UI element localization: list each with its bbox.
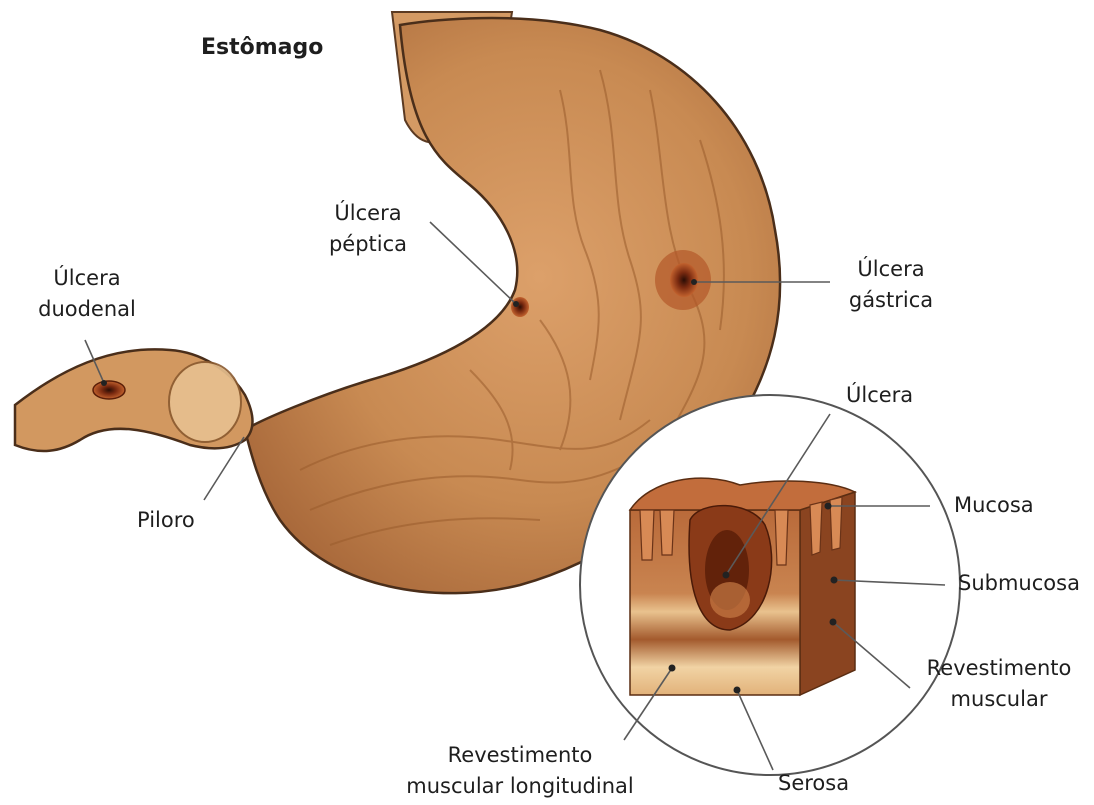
label-longitudinal-muscle-line1: Revestimento xyxy=(395,740,645,771)
label-duodenal-ulcer-line2: duodenal xyxy=(27,294,147,325)
label-gastric-ulcer: Úlcera gástrica xyxy=(836,254,946,316)
duodenal-ulcer xyxy=(93,381,125,399)
label-peptic-ulcer-line1: Úlcera xyxy=(318,198,418,229)
label-serosa: Serosa xyxy=(778,768,849,799)
label-longitudinal-muscle-line2: muscular longitudinal xyxy=(395,771,645,802)
pylorus-sphincter xyxy=(169,362,241,442)
label-peptic-ulcer: Úlcera péptica xyxy=(318,198,418,260)
label-submucosa: Submucosa xyxy=(958,568,1080,599)
label-gastric-ulcer-line1: Úlcera xyxy=(836,254,946,285)
label-gastric-ulcer-line2: gástrica xyxy=(836,285,946,316)
stomach-title: Estômago xyxy=(201,32,323,63)
label-peptic-ulcer-line2: péptica xyxy=(318,229,418,260)
label-duodenal-ulcer-line1: Úlcera xyxy=(27,263,147,294)
peptic-ulcer xyxy=(511,297,529,317)
label-ulcer: Úlcera xyxy=(846,380,913,411)
tissue-block xyxy=(630,478,855,695)
label-muscle-lining-line2: muscular xyxy=(914,684,1084,715)
label-muscle-lining: Revestimento muscular xyxy=(914,653,1084,715)
label-mucosa: Mucosa xyxy=(954,490,1034,521)
label-duodenal-ulcer: Úlcera duodenal xyxy=(27,263,147,325)
label-longitudinal-muscle: Revestimento muscular longitudinal xyxy=(395,740,645,802)
label-pylorus: Piloro xyxy=(137,505,195,536)
label-muscle-lining-line1: Revestimento xyxy=(914,653,1084,684)
